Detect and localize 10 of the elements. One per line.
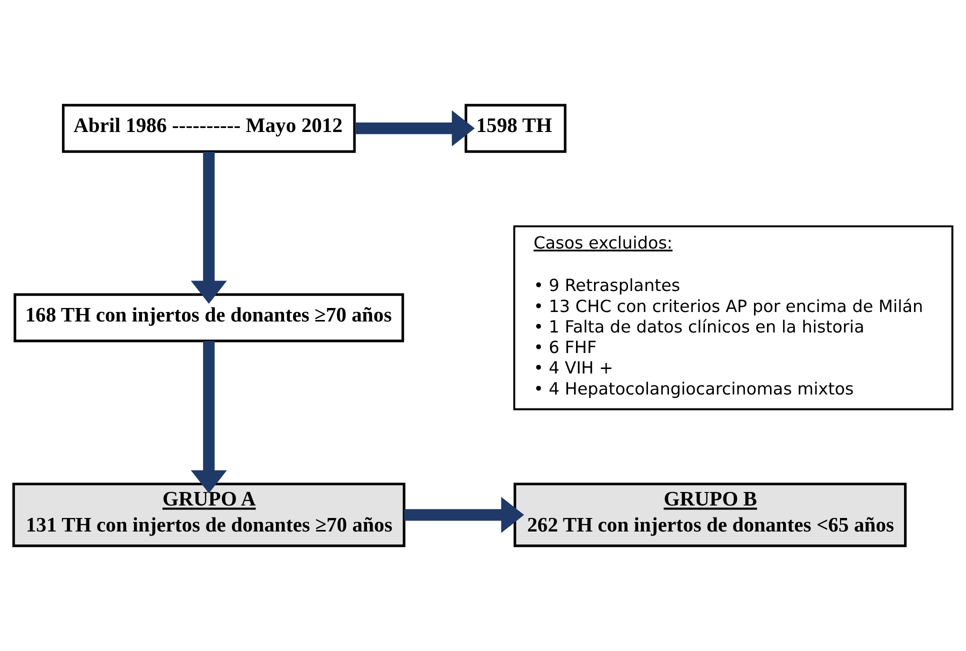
arrow <box>190 152 227 304</box>
node-box: GRUPO B 262 TH con injertos de donantes <65 años <box>514 482 907 548</box>
node-box: GRUPO A 131 TH con injertos de donantes ≥70 años <box>12 482 406 548</box>
node-box: 1598 TH <box>464 104 566 153</box>
node-box: 168 TH con injertos de donantes ≥70 años <box>14 293 404 342</box>
arrow <box>190 341 227 494</box>
node-box: Abril 1986 ---------- Mayo 2012 <box>62 104 356 153</box>
arrow <box>404 496 524 533</box>
node-box: Casos excluidos: • 9 Retrasplantes • 13 CHC con criterios AP por encima de Milán • 1 Falta de datos clínicos en la historia • 6 FHF • 4 VIH + • 4 Hepatocolangiocarcinomas mixtos <box>513 225 954 410</box>
arrow <box>355 110 475 146</box>
